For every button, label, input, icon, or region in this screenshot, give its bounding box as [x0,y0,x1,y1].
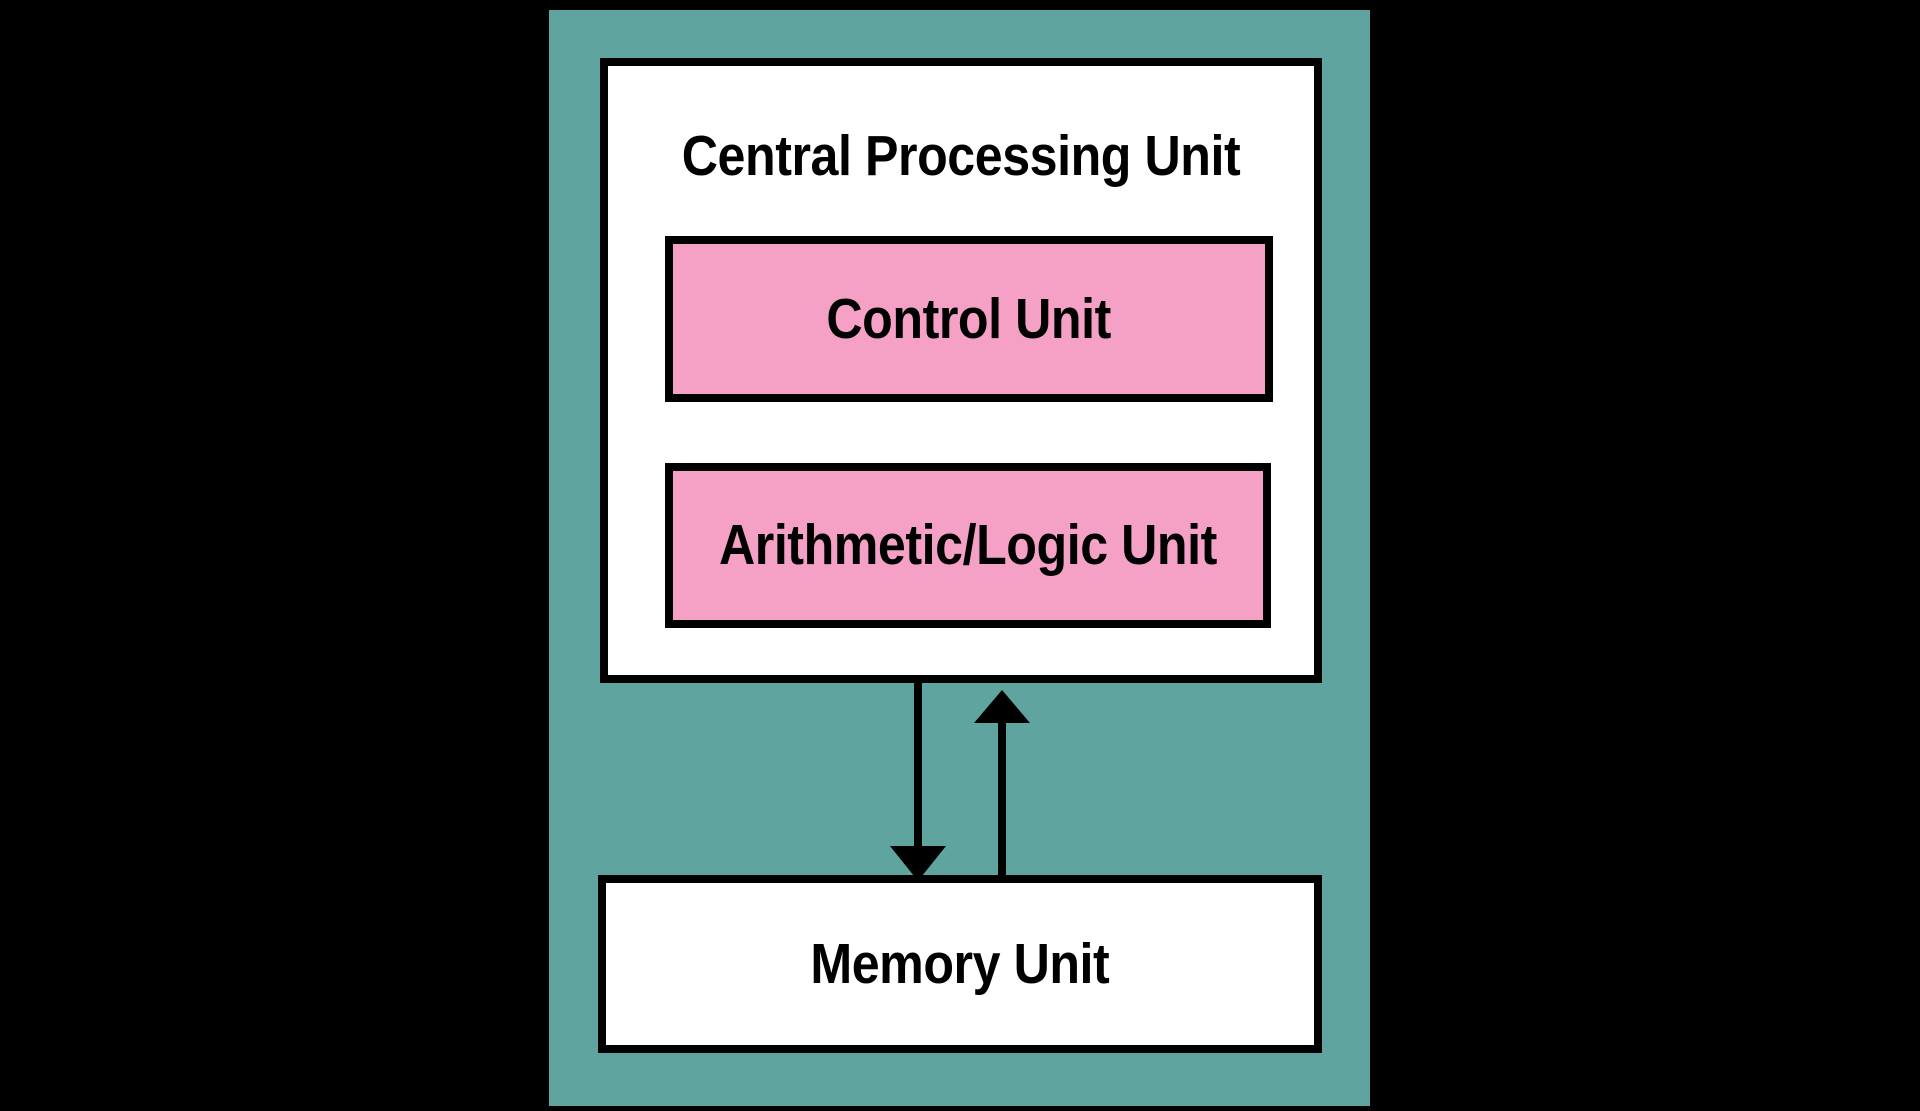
cpu-title: Central Processing Unit [681,124,1241,188]
control-unit-box[interactable]: Control Unit [665,236,1273,402]
control-unit-label: Control Unit [826,286,1112,351]
cpu-box[interactable]: Central Processing Unit Control Unit Ari… [600,58,1322,683]
system-panel: Central Processing Unit Control Unit Ari… [549,10,1370,1106]
arithmetic-logic-unit-label: Arithmetic/Logic Unit [719,513,1217,577]
cpu-to-memory-arrow [890,683,946,881]
memory-unit-label: Memory Unit [810,931,1110,996]
memory-unit-box[interactable]: Memory Unit [598,875,1322,1053]
arithmetic-logic-unit-box[interactable]: Arithmetic/Logic Unit [665,463,1271,628]
memory-to-cpu-arrow [974,690,1030,875]
